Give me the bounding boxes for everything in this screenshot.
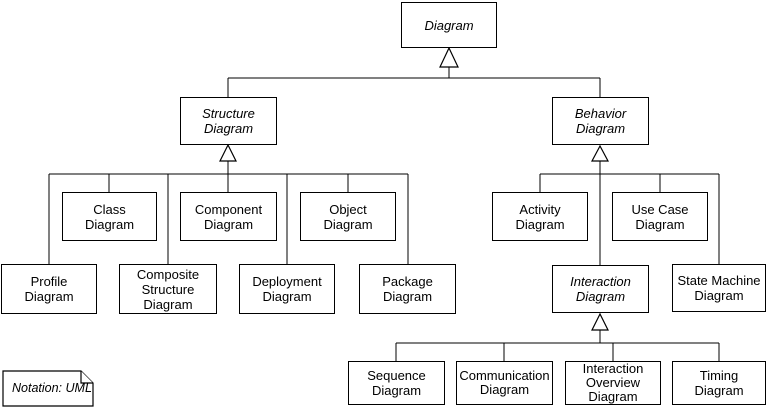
node-activity-diagram: Activity Diagram [492, 192, 588, 241]
node-class-diagram: Class Diagram [62, 192, 157, 241]
notation-note-fold-icon [80, 371, 93, 384]
connector-structure-tree [48, 161, 409, 264]
node-structure-diagram: Structure Diagram [180, 97, 277, 145]
node-communication-diagram: Communication Diagram [456, 361, 553, 405]
connector-interaction-tree [395, 330, 720, 361]
node-sequence-diagram: Sequence Diagram [348, 361, 445, 405]
node-profile-diagram: Profile Diagram [1, 264, 97, 314]
generalization-arrow-behavior-icon [591, 144, 609, 162]
node-state-machine-diagram: State Machine Diagram [672, 264, 766, 312]
connector-behavior-tree [539, 161, 720, 265]
node-behavior-diagram: Behavior Diagram [552, 97, 649, 145]
node-package-diagram: Package Diagram [359, 264, 456, 314]
node-interaction-overview-diagram: Interaction Overview Diagram [565, 361, 661, 405]
notation-note-shape [2, 370, 94, 407]
node-composite-structure-diagram: Composite Structure Diagram [119, 264, 217, 314]
generalization-arrow-interaction-icon [591, 312, 609, 331]
node-timing-diagram: Timing Diagram [672, 361, 766, 405]
node-diagram: Diagram [401, 2, 497, 48]
node-component-diagram: Component Diagram [180, 192, 277, 241]
generalization-arrow-structure-icon [219, 143, 237, 162]
node-interaction-diagram: Interaction Diagram [552, 265, 649, 313]
node-use-case-diagram: Use Case Diagram [612, 192, 708, 241]
connector-top-tree [227, 67, 601, 97]
generalization-arrow-diagram-icon [439, 46, 459, 68]
notation-note-label: Notation: UML [12, 381, 92, 395]
node-deployment-diagram: Deployment Diagram [239, 264, 335, 314]
node-object-diagram: Object Diagram [300, 192, 396, 241]
